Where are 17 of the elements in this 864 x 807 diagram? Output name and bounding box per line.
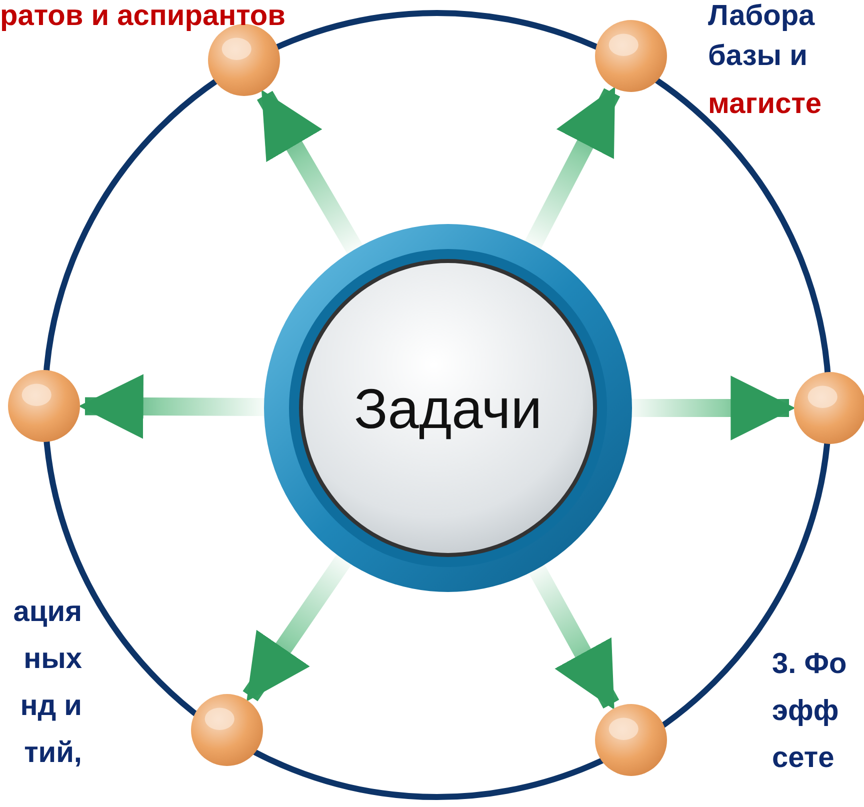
- text-fragment: сете: [772, 742, 834, 774]
- text-fragment: ация: [13, 596, 82, 628]
- text-fragment: тий,: [24, 737, 82, 769]
- text-fragment: магисте: [708, 88, 822, 120]
- ball: [190, 693, 264, 767]
- text-fragment: 3. Фо: [772, 648, 847, 680]
- ball: [594, 19, 668, 93]
- ball: [594, 703, 668, 777]
- text-fragment: нд и: [20, 690, 82, 722]
- text-fragment: базы и: [708, 40, 808, 72]
- text-fragment: ных: [24, 643, 82, 675]
- ball: [7, 369, 81, 443]
- center-disc: [263, 223, 633, 593]
- center-title: Задачи: [354, 376, 542, 440]
- text-fragment: эфф: [772, 695, 839, 727]
- text-fragment: ратов и аспирантов: [0, 0, 286, 32]
- text-fragment: Лабора: [708, 0, 815, 32]
